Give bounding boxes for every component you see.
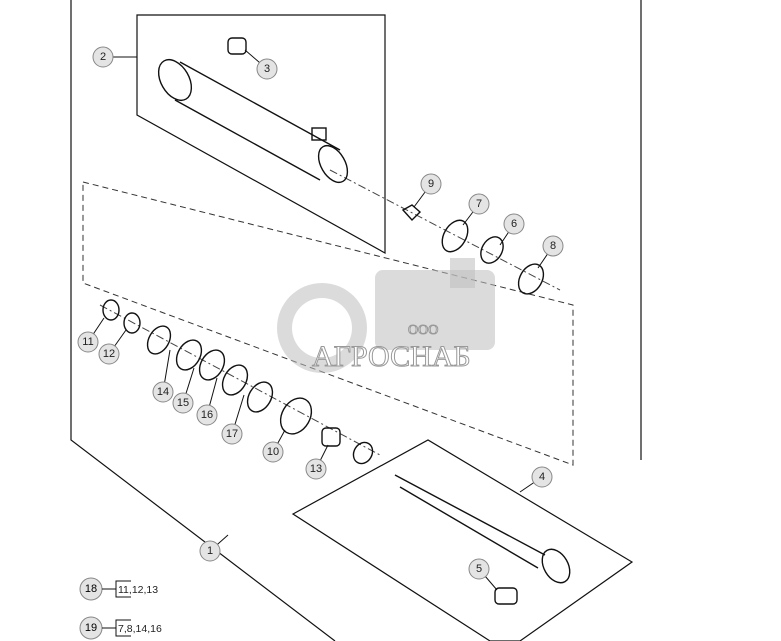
watermark-name: АГРОСНАБ bbox=[312, 340, 471, 373]
callout-bubble bbox=[77, 331, 99, 353]
piston-dashed-frame bbox=[82, 181, 574, 466]
kit-contents: 11,12,13 bbox=[118, 584, 158, 596]
watermark-prefix: ООО bbox=[408, 323, 438, 338]
callout-number: 2 bbox=[100, 51, 106, 63]
callout-number: 16 bbox=[201, 409, 213, 421]
callout-14: 14 bbox=[152, 349, 174, 403]
callout-number: 6 bbox=[511, 218, 517, 230]
callout-number: 4 bbox=[539, 471, 545, 483]
barrel-part bbox=[157, 37, 349, 184]
kit-number: 18 bbox=[85, 583, 97, 595]
callout-number: 13 bbox=[310, 463, 322, 475]
kit-contents: 7,8,14,16 bbox=[118, 623, 162, 635]
callout-17: 17 bbox=[221, 394, 245, 445]
kit-19: 19 7,8,14,16 bbox=[79, 616, 162, 640]
callout-5: 5 bbox=[468, 558, 498, 591]
callout-number: 7 bbox=[476, 198, 482, 210]
agrosnab-watermark-logo: ООО АГРОСНАБ bbox=[277, 258, 495, 374]
callout-bubble bbox=[305, 458, 327, 480]
callout-2: 2 bbox=[92, 46, 137, 68]
callout-bubble bbox=[196, 404, 218, 426]
callout-bubble bbox=[468, 558, 490, 580]
callout-bubble bbox=[256, 58, 278, 80]
callout-number: 8 bbox=[550, 240, 556, 252]
barrel-subassembly-frame bbox=[136, 14, 386, 255]
callout-12: 12 bbox=[98, 329, 127, 365]
callout-number: 14 bbox=[157, 386, 169, 398]
callout-bubble bbox=[542, 235, 564, 257]
callout-bubble bbox=[152, 381, 174, 403]
callout-number: 1 bbox=[207, 545, 213, 557]
callout-bubble bbox=[199, 540, 221, 562]
callout-3: 3 bbox=[244, 49, 278, 80]
callout-bubble bbox=[262, 441, 284, 463]
callout-10: 10 bbox=[262, 429, 286, 463]
kit-number: 19 bbox=[85, 622, 97, 634]
callout-number: 12 bbox=[103, 348, 115, 360]
assembly-frame bbox=[70, 0, 336, 641]
rod-part bbox=[394, 474, 571, 605]
callout-6: 6 bbox=[499, 213, 525, 246]
callout-number: 9 bbox=[428, 178, 434, 190]
callout-4: 4 bbox=[519, 466, 553, 493]
seal-rings bbox=[102, 204, 545, 465]
callout-number: 11 bbox=[82, 336, 93, 348]
callout-bubble bbox=[420, 173, 442, 195]
callout-number: 17 bbox=[226, 428, 238, 440]
callout-number: 5 bbox=[476, 563, 482, 575]
callout-13: 13 bbox=[305, 444, 329, 480]
callout-8: 8 bbox=[537, 235, 564, 269]
kit-18: 18 11,12,13 bbox=[79, 577, 158, 601]
callout-bubble bbox=[531, 466, 553, 488]
callout-7: 7 bbox=[462, 193, 490, 226]
callout-bubble bbox=[468, 193, 490, 215]
callout-bubble bbox=[221, 423, 243, 445]
callout-16: 16 bbox=[196, 377, 218, 426]
rod-subassembly-frame bbox=[291, 439, 634, 641]
callout-bubble bbox=[92, 46, 114, 68]
callout-9: 9 bbox=[413, 173, 442, 208]
callouts: 2 3 9 7 6 8 11 12 14 15 16 17 10 13 4 5 1 bbox=[77, 46, 564, 591]
callout-number: 15 bbox=[177, 397, 189, 409]
callout-number: 10 bbox=[267, 446, 279, 458]
callout-15: 15 bbox=[172, 367, 195, 414]
callout-bubble bbox=[503, 213, 525, 235]
callout-bubble bbox=[172, 392, 194, 414]
axis-line-lower bbox=[99, 304, 381, 456]
callout-number: 3 bbox=[264, 63, 270, 75]
callout-11: 11 bbox=[77, 317, 105, 353]
callout-bubble bbox=[98, 343, 120, 365]
callout-1: 1 bbox=[199, 534, 229, 562]
